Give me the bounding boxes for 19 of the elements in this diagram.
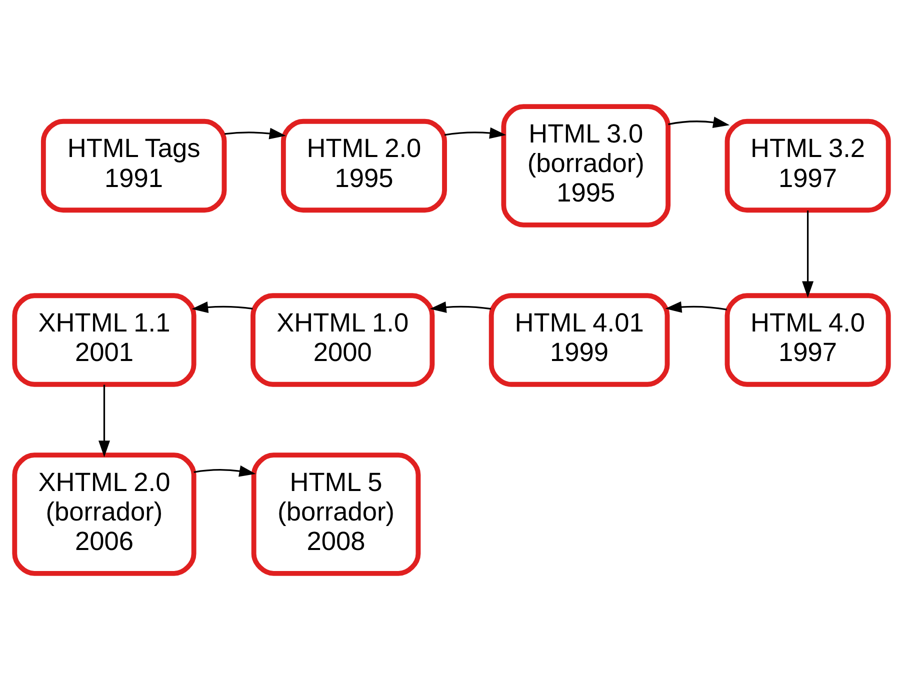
arrow	[194, 464, 256, 476]
node-box: HTML 2.0 1995	[280, 118, 447, 212]
arrow	[98, 384, 110, 457]
arrow	[444, 126, 506, 138]
node-box: HTML Tags 1991	[40, 118, 227, 212]
node-box: HTML 5 (borrador) 2008	[251, 452, 421, 576]
arrow	[665, 300, 727, 312]
node-box: HTML 4.0 1997	[724, 292, 891, 386]
node-box: HTML 4.01 1999	[488, 292, 670, 386]
node-box: HTML 3.0 (borrador) 1995	[501, 104, 671, 227]
arrow	[668, 116, 730, 128]
node-box: HTML 3.2 1997	[724, 118, 891, 212]
arrow	[802, 210, 814, 298]
node-box: XHTML 1.0 2000	[250, 292, 435, 386]
node-box: XHTML 1.1 2001	[12, 292, 196, 386]
arrow	[430, 300, 491, 312]
arrow	[224, 127, 286, 139]
arrow	[192, 301, 253, 312]
node-box: XHTML 2.0 (borrador) 2006	[12, 452, 196, 576]
